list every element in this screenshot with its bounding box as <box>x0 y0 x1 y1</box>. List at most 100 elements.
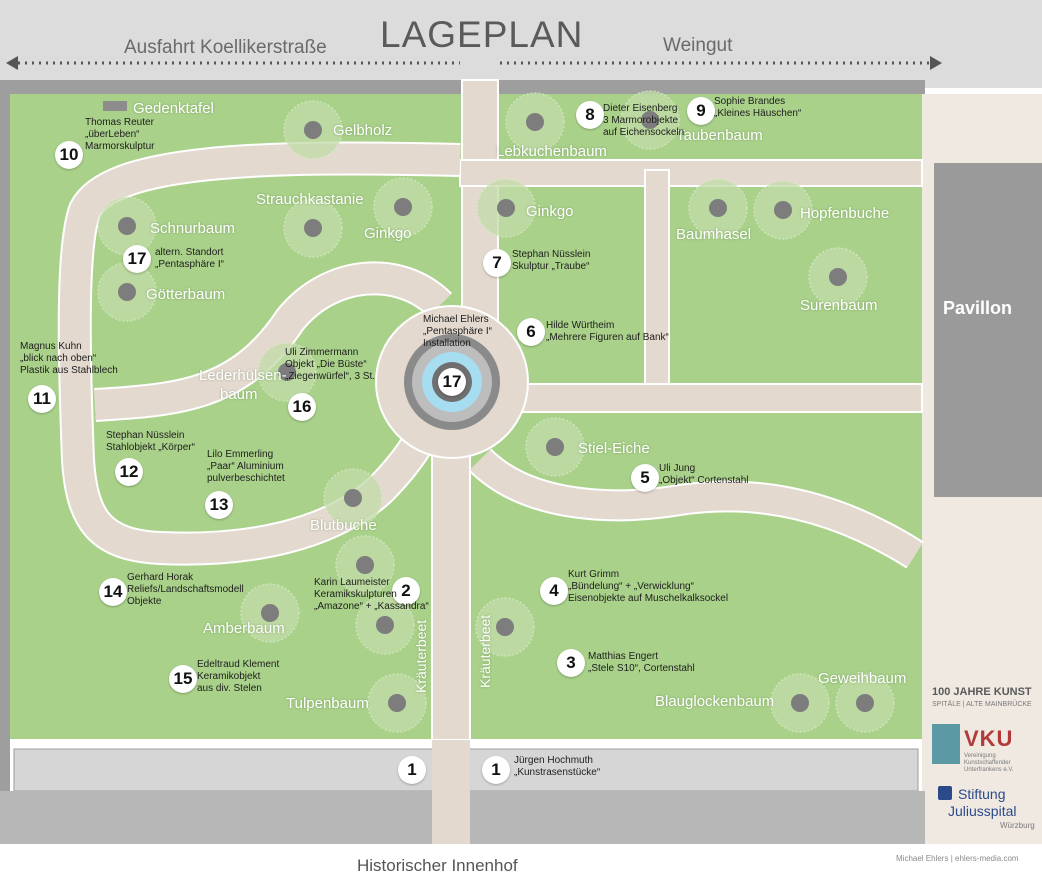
tree-canopy <box>620 90 680 150</box>
tree-trunk <box>856 694 874 712</box>
path-east <box>519 383 923 413</box>
tree-canopy <box>770 673 830 733</box>
exhibit-text-2: Karin Laumeister Keramikskulpturen „Amaz… <box>314 577 429 612</box>
path-south-exit <box>432 740 470 844</box>
tree-trunk <box>641 111 659 129</box>
tree-label-amberbaum: Amberbaum <box>203 620 285 637</box>
tree-trunk <box>546 438 564 456</box>
exhibit-number-7[interactable]: 7 <box>483 249 511 277</box>
tree-label-blutbuche: Blutbuche <box>310 517 377 534</box>
exhibit-number-13[interactable]: 13 <box>205 491 233 519</box>
tree-canopy <box>283 100 343 160</box>
exhibit-number-16[interactable]: 16 <box>288 393 316 421</box>
tree-label-lebkuchenbaum: Lebkuchenbaum <box>496 143 607 160</box>
tree-trunk <box>304 219 322 237</box>
border-left <box>0 80 10 840</box>
tree-label-tulpenbaum: Tulpenbaum <box>286 695 369 712</box>
exhibit-number-9[interactable]: 9 <box>687 97 715 125</box>
pavillon-label: Pavillon <box>943 298 1013 318</box>
tree-label-ginkgo-west: Ginkgo <box>364 225 412 242</box>
exhibit-number-8[interactable]: 8 <box>576 101 604 129</box>
tree-trunk <box>526 113 544 131</box>
tree-canopy <box>97 196 157 256</box>
exhibit-number-1b[interactable]: 1 <box>482 756 510 784</box>
exhibit-text-13: Lilo Emmerling „Paar“ Aluminium pulverbe… <box>207 449 285 484</box>
exhibit-text-8: Dieter Eisenberg 3 Marmorobjekte auf Eic… <box>603 103 685 138</box>
tree-trunk <box>497 199 515 217</box>
tree-canopy <box>257 342 317 402</box>
tree-trunk <box>118 283 136 301</box>
tree-trunk <box>394 198 412 216</box>
exhibit-text-12: Stephan Nüsslein Stahlobjekt „Körper“ <box>106 430 195 453</box>
tree-label-lederhuelsenbaum-2: baum <box>220 386 258 403</box>
sponsor-vku-sub: Vereinigung Kunstschaffender Unterfranke… <box>964 753 1014 773</box>
exhibit-number-11[interactable]: 11 <box>28 385 56 413</box>
tree-trunk <box>118 217 136 235</box>
tree-trunk <box>774 201 792 219</box>
tree-label-schnurbaum: Schnurbaum <box>150 220 236 237</box>
exhibit-number-5[interactable]: 5 <box>631 464 659 492</box>
tree-canopy <box>373 177 433 237</box>
footer-title: Historischer Innenhof <box>357 856 518 875</box>
exhibit-number-10[interactable]: 10 <box>55 141 83 169</box>
exit-arrow-left-head <box>6 56 18 70</box>
tree-canopy <box>240 583 300 643</box>
map-title: LAGEPLAN <box>380 14 584 55</box>
exhibit-text-15: Edeltraud Klement Keramikobjekt aus div.… <box>197 659 280 694</box>
tree-trunk <box>376 616 394 634</box>
credit: Michael Ehlers | ehlers-media.com <box>896 854 1019 863</box>
tree-trunk <box>709 199 727 217</box>
exhibit-text-9: Sophie Brandes „Kleines Häuschen“ <box>714 96 802 119</box>
tree-label-taubenbaum: Taubenbaum <box>676 127 763 144</box>
inner-path <box>94 263 451 420</box>
exit-right-label: Weingut <box>663 35 733 56</box>
exhibit-number-14[interactable]: 14 <box>99 578 127 606</box>
tree-label-strauchkastanie: Strauchkastanie <box>256 191 364 208</box>
tree-label-hopfenbuche: Hopfenbuche <box>800 205 890 222</box>
exhibit-text-16: Uli Zimmermann Objekt „Die Büste“ „Ziege… <box>285 347 376 382</box>
tree-canopy <box>753 180 813 240</box>
exhibit-number-17-alt[interactable]: 17 <box>123 245 151 273</box>
gedenktafel-label: Gedenktafel <box>133 100 214 117</box>
exhibit-number-17[interactable]: 17 <box>438 368 466 396</box>
exhibit-text-4: Kurt Grimm „Bündelung“ + „Verwicklung“ E… <box>568 569 729 604</box>
sponsor-stiftung-city: Würzburg <box>1000 821 1035 830</box>
sponsor-vku: VKU <box>964 726 1014 751</box>
exhibit-text-1: Jürgen Hochmuth „Kunstrasenstücke“ <box>514 755 601 778</box>
tree-trunk <box>829 268 847 286</box>
tree-canopy <box>835 673 895 733</box>
tree-trunk <box>791 694 809 712</box>
gedenktafel-marker <box>103 101 127 111</box>
sponsor-kunst-sub: SPITÄLE | ALTE MAINBRÜCKE <box>932 701 1032 708</box>
exhibit-number-6[interactable]: 6 <box>517 318 545 346</box>
tree-label-baumhasel: Baumhasel <box>676 226 752 243</box>
tree-canopy <box>367 673 427 733</box>
exhibit-number-15[interactable]: 15 <box>169 665 197 693</box>
exhibit-text-5: Uli Jung „Objekt“ Cortenstahl <box>659 463 749 486</box>
exhibit-number-2[interactable]: 2 <box>392 577 420 605</box>
tree-label-blauglockenbaum: Blauglockenbaum <box>655 693 775 710</box>
tree-canopy <box>525 417 585 477</box>
exhibit-text-10: Thomas Reuter „überLeben“ Marmorskulptur <box>85 117 155 152</box>
exhibit-text-17: Michael Ehlers „Pentasphäre I“ Installat… <box>423 314 492 349</box>
tree-trunk <box>304 121 322 139</box>
exhibit-number-3[interactable]: 3 <box>557 649 585 677</box>
exhibit-text-11: Magnus Kuhn „blick nach oben“ Plastik au… <box>20 341 118 376</box>
trees <box>97 90 895 733</box>
exhibit-number-12[interactable]: 12 <box>115 458 143 486</box>
path-northeast <box>459 159 923 187</box>
tree-trunk <box>496 618 514 636</box>
exhibit-number-1a[interactable]: 1 <box>398 756 426 784</box>
tree-canopy <box>335 535 395 595</box>
exhibit-number-4[interactable]: 4 <box>540 577 568 605</box>
tree-trunk <box>356 556 374 574</box>
tree-label-stiel-eiche: Stiel-Eiche <box>578 440 650 457</box>
tree-canopy <box>283 198 343 258</box>
tree-trunk <box>261 604 279 622</box>
exhibit-text-6: Hilde Würtheim „Mehrere Figuren auf Bank… <box>546 320 669 343</box>
tree-label-lederhuelsenbaum-1: Lederhülsen- <box>199 367 287 384</box>
vku-building-icon <box>932 724 960 764</box>
juliusspital-crest-icon <box>938 786 952 800</box>
tree-label-geweihbaum: Geweihbaum <box>818 670 907 687</box>
